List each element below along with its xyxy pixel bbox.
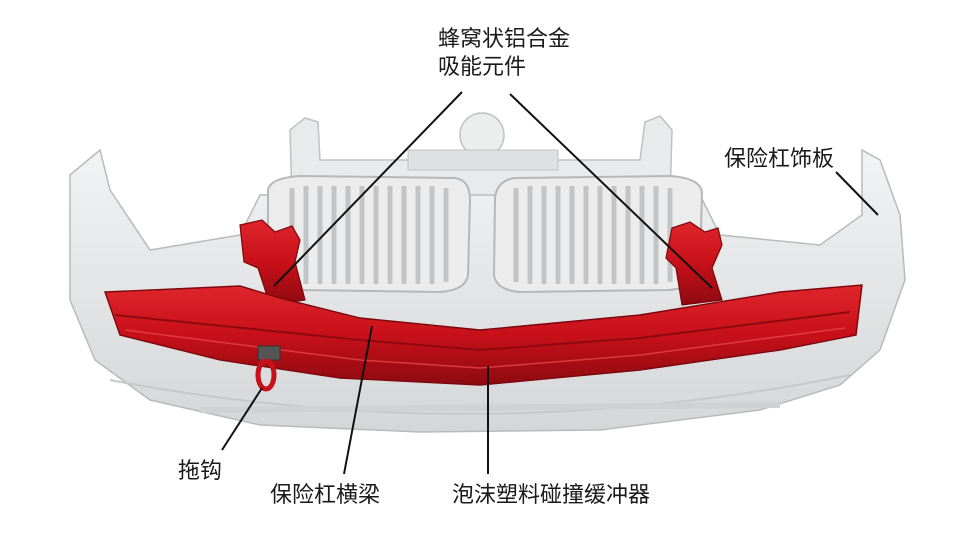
label-tow-hook: 拖钩 (178, 459, 223, 484)
bumper-beam (104, 284, 863, 386)
label-honeycomb-absorber: 蜂窝状铝合金 吸能元件 (438, 26, 570, 81)
leader-bumper-beam (343, 325, 373, 475)
label-bumper-trim: 保险杠饰板 (724, 147, 835, 172)
tow-hook (255, 345, 281, 392)
label-honeycomb-line2: 吸能元件 (438, 54, 527, 80)
leader-bumper-trim (835, 171, 879, 216)
label-foam-absorber: 泡沫塑料碰撞缓冲器 (452, 483, 651, 508)
kidney-grille (267, 174, 704, 294)
leader-lines (221, 91, 879, 475)
honeycomb-absorber-left (239, 219, 306, 306)
label-honeycomb-line1: 蜂窝状铝合金 (438, 27, 571, 52)
leader-honeycomb-left (273, 91, 463, 287)
leader-tow-hook (221, 387, 263, 451)
leader-honeycomb-right (509, 93, 713, 289)
label-bumper-beam: 保险杠横梁 (270, 483, 381, 508)
